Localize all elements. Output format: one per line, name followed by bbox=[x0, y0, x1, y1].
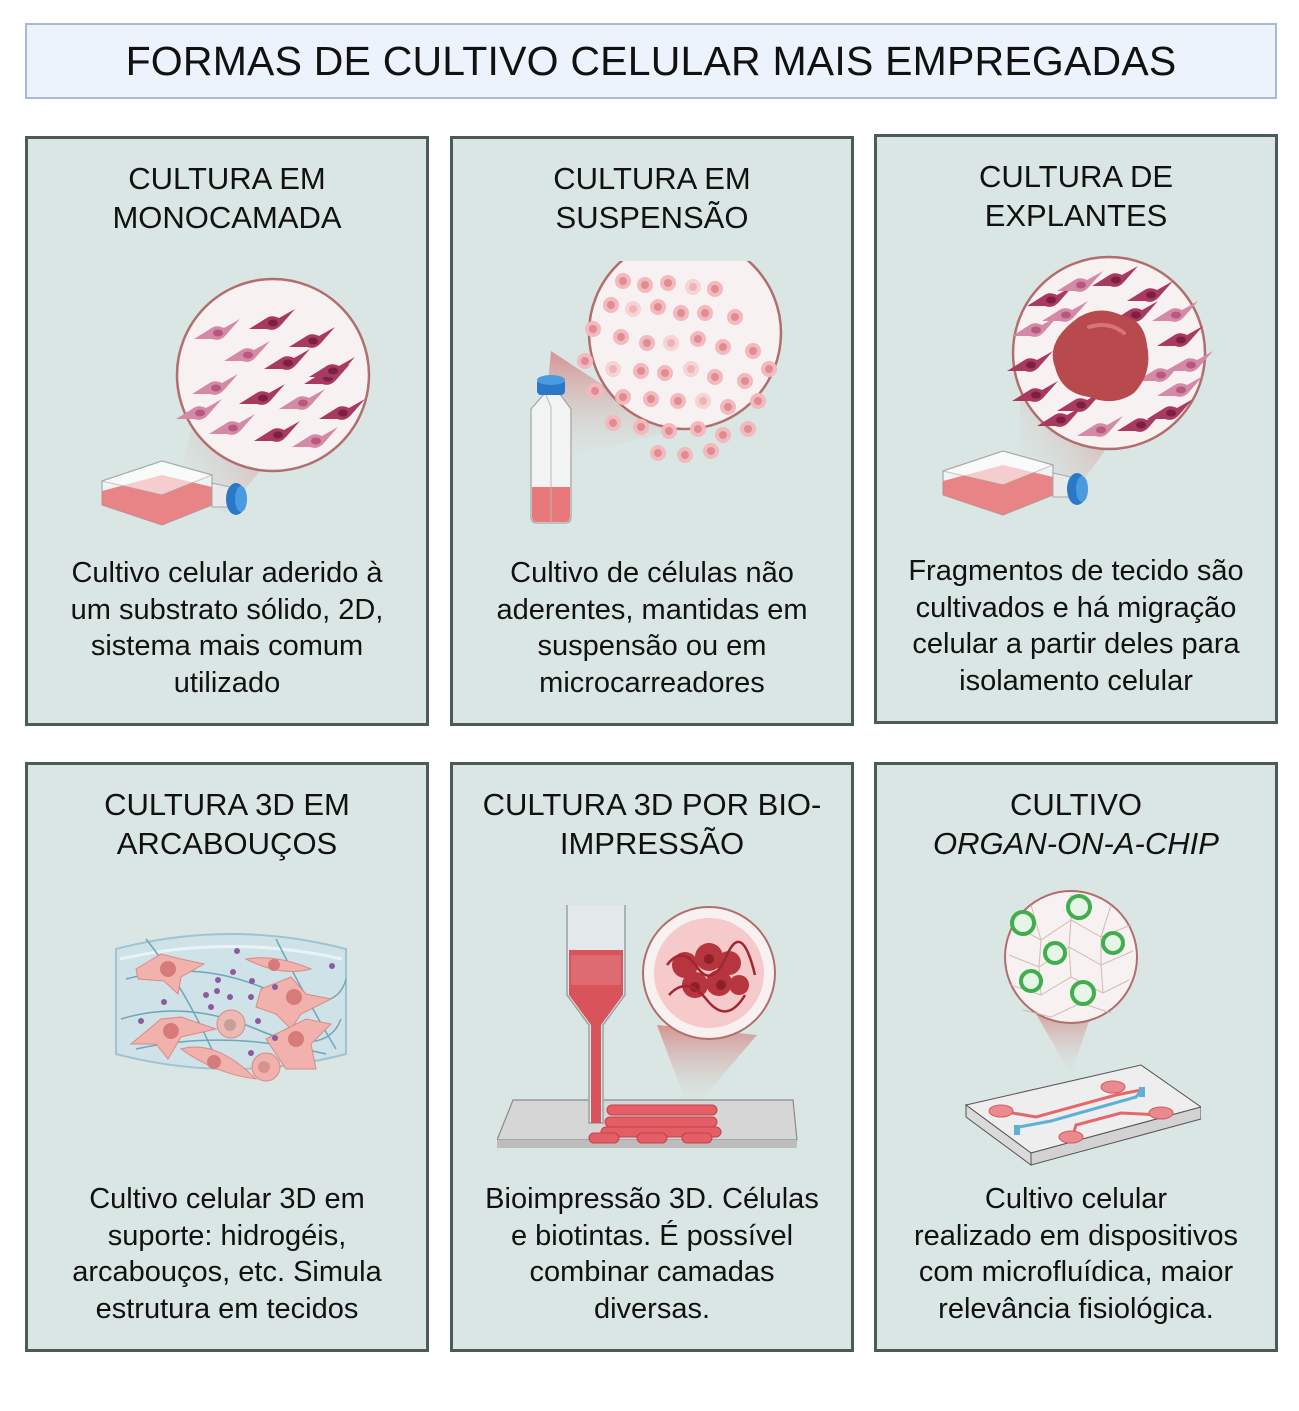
panel-explant-culture: CULTURA DE EXPLANTES Fragmentos de tecid… bbox=[874, 134, 1278, 724]
panel-description: Bioimpressão 3D. Células e biotintas. É … bbox=[485, 1183, 819, 1325]
title-banner: FORMAS DE CULTIVO CELULAR MAIS EMPREGADA… bbox=[25, 23, 1277, 99]
panel-description: Cultivo celular realizado em dispositivo… bbox=[914, 1183, 1238, 1325]
bioprinter-icon bbox=[497, 905, 798, 1148]
panel-suspension-culture: CULTURA EM SUSPENSÃO Cultivo de células … bbox=[450, 136, 854, 726]
panel-heading: CULTURA DE EXPLANTES bbox=[978, 159, 1174, 233]
panel-description: Fragmentos de tecido são cultivados e há… bbox=[908, 555, 1244, 697]
panel-heading: CULTURA EM SUSPENSÃO bbox=[553, 161, 751, 235]
panel-3d-scaffold-culture: CULTURA 3D EM ARCABOUÇOS bbox=[25, 762, 429, 1352]
panel-description: Cultivo de células não aderentes, mantid… bbox=[496, 557, 808, 699]
page-title: FORMAS DE CULTIVO CELULAR MAIS EMPREGADA… bbox=[125, 37, 1177, 84]
panel-description: Cultivo celular aderido à um substrato s… bbox=[70, 557, 384, 699]
flask-with-tissue-explant-icon bbox=[942, 255, 1213, 516]
upright-flask bbox=[530, 375, 572, 524]
panel-heading: CULTURA EM MONOCAMADA bbox=[112, 161, 342, 235]
suspension-flask-with-round-cells-icon bbox=[530, 261, 783, 524]
hydrogel-scaffold-icon bbox=[115, 933, 347, 1082]
panel-heading: CULTURA 3D POR BIO- IMPRESSÃO bbox=[482, 787, 822, 861]
panel-heading: CULTIVO ORGAN-ON-A-CHIP bbox=[933, 787, 1219, 861]
panel-3d-bioprinting-culture: CULTURA 3D POR BIO- IMPRESSÃO Bioim bbox=[450, 762, 854, 1352]
panel-heading: CULTURA 3D EM ARCABOUÇOS bbox=[104, 787, 350, 861]
flask-with-adherent-cells-icon bbox=[101, 277, 371, 526]
microfluidic-chip-icon bbox=[964, 890, 1201, 1166]
panel-monolayer-culture: CULTURA EM MONOCAMADA Cultivo celular ad… bbox=[25, 136, 429, 726]
panel-description: Cultivo celular 3D em suporte: hidrogéis… bbox=[72, 1183, 382, 1325]
panel-organ-on-a-chip-culture: CULTIVO ORGAN-ON-A-CHIP Cultivo celular … bbox=[874, 762, 1278, 1352]
